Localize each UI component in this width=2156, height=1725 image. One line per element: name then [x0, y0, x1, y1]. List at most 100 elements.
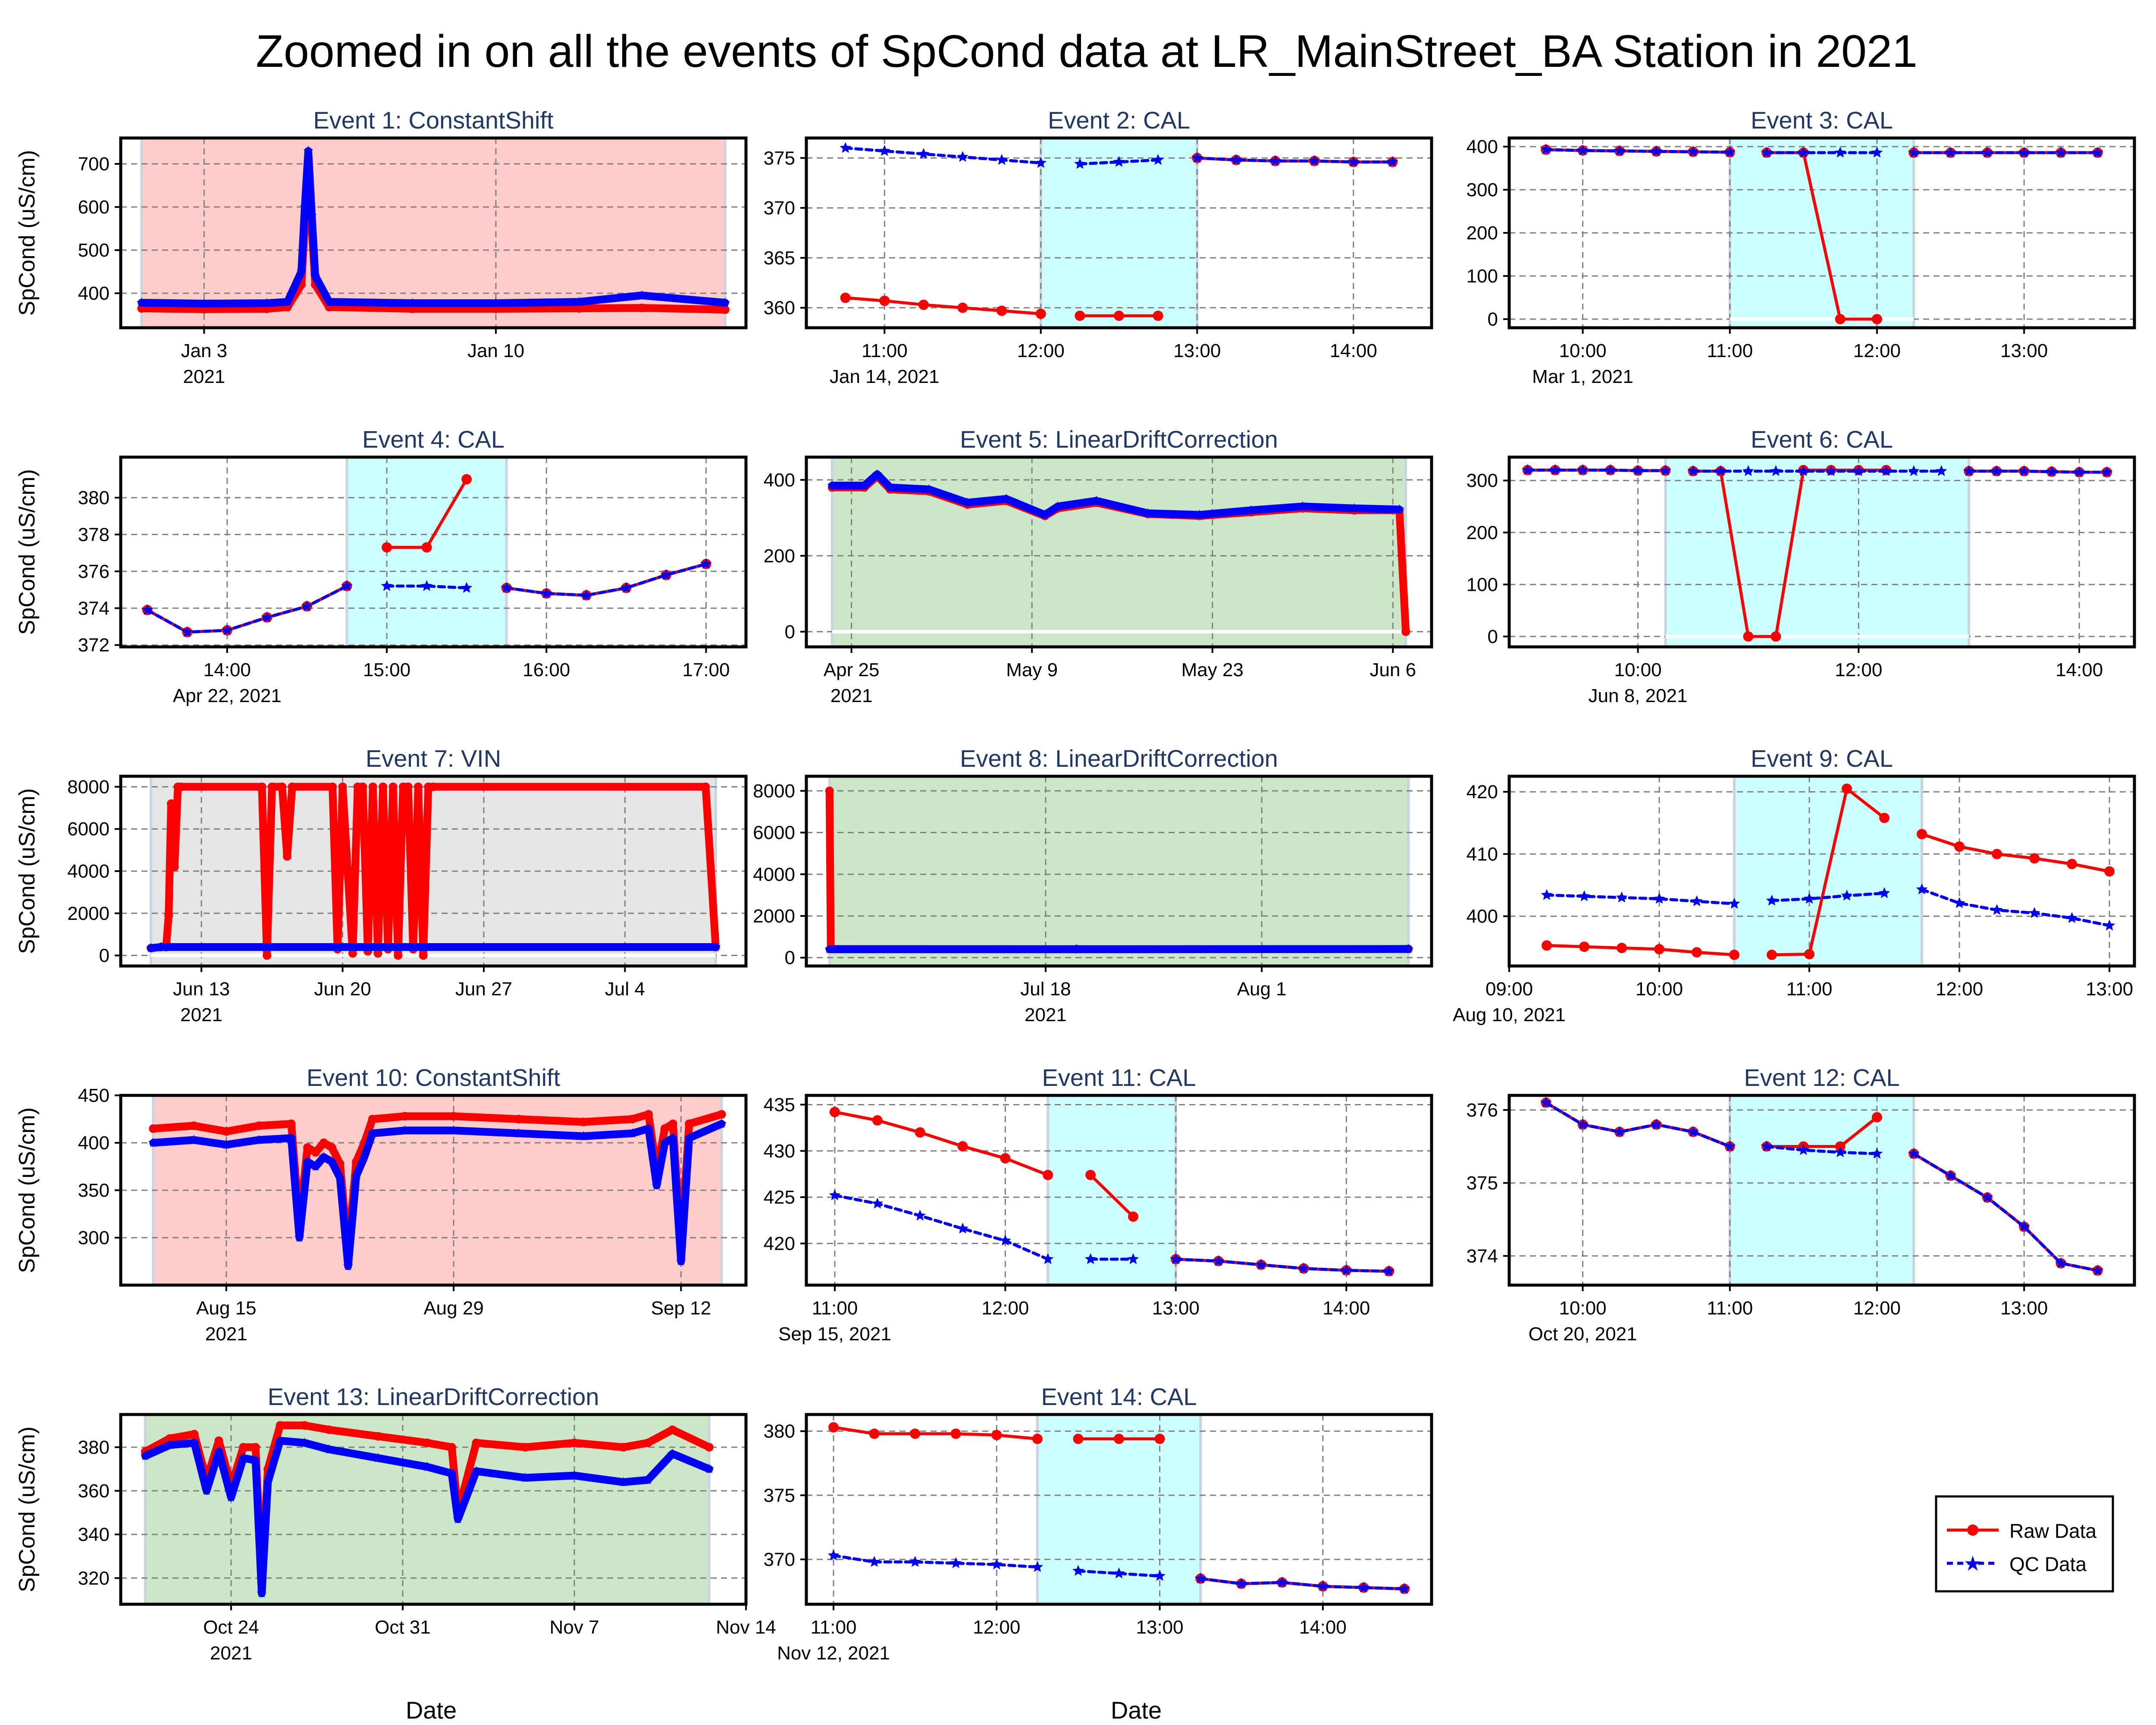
raw-data-point: [189, 1121, 198, 1130]
subplot-title: Event 5: LinearDriftCorrection: [960, 426, 1278, 453]
qc-data-point: [1040, 509, 1050, 519]
qc-data-point: [351, 1171, 361, 1180]
qc-data-point: [324, 1444, 334, 1454]
raw-data-point: [628, 1115, 637, 1123]
qc-data-point: [1577, 1118, 1589, 1129]
x-tick-label: 10:00: [1559, 340, 1607, 361]
qc-data-point: [1042, 1253, 1054, 1264]
raw-data-point: [267, 782, 276, 791]
raw-data-point: [1835, 314, 1846, 324]
qc-data-point: [1908, 147, 1920, 158]
raw-data-point: [190, 1430, 199, 1439]
raw-data-point: [325, 1425, 334, 1434]
qc-data-line: [833, 1194, 1391, 1273]
raw-data-point: [828, 1422, 839, 1433]
raw-data-point: [829, 1107, 840, 1117]
qc-data-point: [1825, 465, 1837, 476]
y-axis-label: SpCond (uS/cm): [15, 469, 40, 635]
qc-data-point: [343, 1261, 353, 1270]
qc-data-point: [221, 1139, 232, 1149]
x-tick-label: Jan 3: [181, 340, 228, 361]
qc-data-point: [1398, 1583, 1410, 1594]
raw-data-point: [214, 1436, 223, 1445]
y-tick-label: 376: [1467, 1100, 1498, 1121]
raw-data-point: [257, 782, 266, 791]
raw-data-point: [570, 1438, 579, 1447]
series-layer: [141, 474, 712, 637]
qc-data-point: [163, 942, 173, 951]
raw-data-point: [619, 1443, 628, 1452]
qc-data-point: [1834, 1146, 1846, 1157]
qc-data-point: [868, 1556, 880, 1567]
qc-data-point: [636, 290, 647, 300]
raw-data-point: [872, 1115, 883, 1126]
raw-data-point: [1114, 310, 1124, 321]
qc-data-point: [1660, 464, 1671, 476]
x-tick-label: 13:00: [1136, 1617, 1184, 1638]
qc-data-point: [141, 604, 153, 615]
qc-data-point: [1728, 897, 1740, 909]
raw-data-point: [303, 1143, 312, 1152]
x-date-offset-label: 2021: [205, 1324, 248, 1345]
series-layer: [1541, 783, 2115, 960]
qc-data-point: [1113, 1567, 1125, 1578]
y-tick-label: 6000: [753, 822, 795, 844]
raw-data-point: [825, 786, 834, 795]
qc-data-point: [957, 151, 968, 162]
qc-data-point: [1614, 145, 1626, 156]
raw-data-point: [957, 1141, 968, 1152]
qc-data-point: [140, 1451, 150, 1460]
qc-data-point: [181, 626, 193, 637]
y-tick-label: 0: [785, 621, 795, 643]
qc-data-point: [1604, 464, 1616, 475]
y-tick-label: 0: [1488, 626, 1498, 647]
x-tick-label: Sep 12: [651, 1298, 711, 1319]
qc-data-line: [828, 470, 1404, 519]
plot-frame: [1507, 1094, 2136, 1287]
qc-data-point: [824, 944, 835, 953]
raw-data-point: [1043, 1170, 1053, 1180]
qc-data-point: [1766, 894, 1778, 906]
raw-data-point: [222, 1127, 231, 1136]
y-tick-label: 320: [78, 1568, 110, 1589]
plot-frame: [805, 136, 1433, 329]
qc-data-point: [1358, 1581, 1369, 1593]
qc-data-point: [1878, 887, 1890, 898]
qc-data-point: [1798, 465, 1809, 476]
qc-data-point: [165, 1440, 175, 1449]
qc-data-point: [1031, 1561, 1044, 1572]
y-tick-label: 400: [764, 470, 795, 491]
plot-frame: [805, 1094, 1433, 1287]
qc-data-point: [301, 600, 313, 612]
legend-qc-marker: ★: [1963, 1552, 1982, 1575]
qc-data-point: [359, 1152, 370, 1161]
qc-data-point: [574, 297, 584, 306]
qc-data-point: [1549, 464, 1561, 475]
raw-data-point: [1871, 314, 1882, 324]
x-tick-label: 12:00: [1936, 979, 1983, 1000]
subplot-title: Event 7: VIN: [366, 745, 501, 772]
raw-data-point: [685, 1120, 694, 1128]
qc-data-point: [569, 1470, 580, 1480]
qc-data-point: [885, 482, 895, 492]
raw-data-point: [721, 305, 730, 314]
qc-data-point: [1194, 1572, 1206, 1584]
qc-data-point: [2055, 1257, 2067, 1268]
x-tick-label: Aug 15: [196, 1298, 256, 1319]
qc-data-point: [461, 582, 473, 593]
qc-data-point: [914, 1210, 926, 1221]
x-date-offset-label: 2021: [1025, 1004, 1067, 1026]
raw-data-point: [1085, 1170, 1096, 1180]
raw-data-point: [447, 1443, 456, 1452]
y-tick-label: 420: [1467, 781, 1498, 803]
x-tick-label: 11:00: [812, 1298, 858, 1319]
y-tick-label: 360: [78, 1480, 110, 1502]
qc-data-point: [540, 587, 552, 599]
qc-data-point: [859, 480, 869, 490]
qc-data-point: [872, 469, 882, 479]
qc-data-point: [310, 271, 320, 280]
y-tick-label: 2000: [67, 903, 110, 924]
